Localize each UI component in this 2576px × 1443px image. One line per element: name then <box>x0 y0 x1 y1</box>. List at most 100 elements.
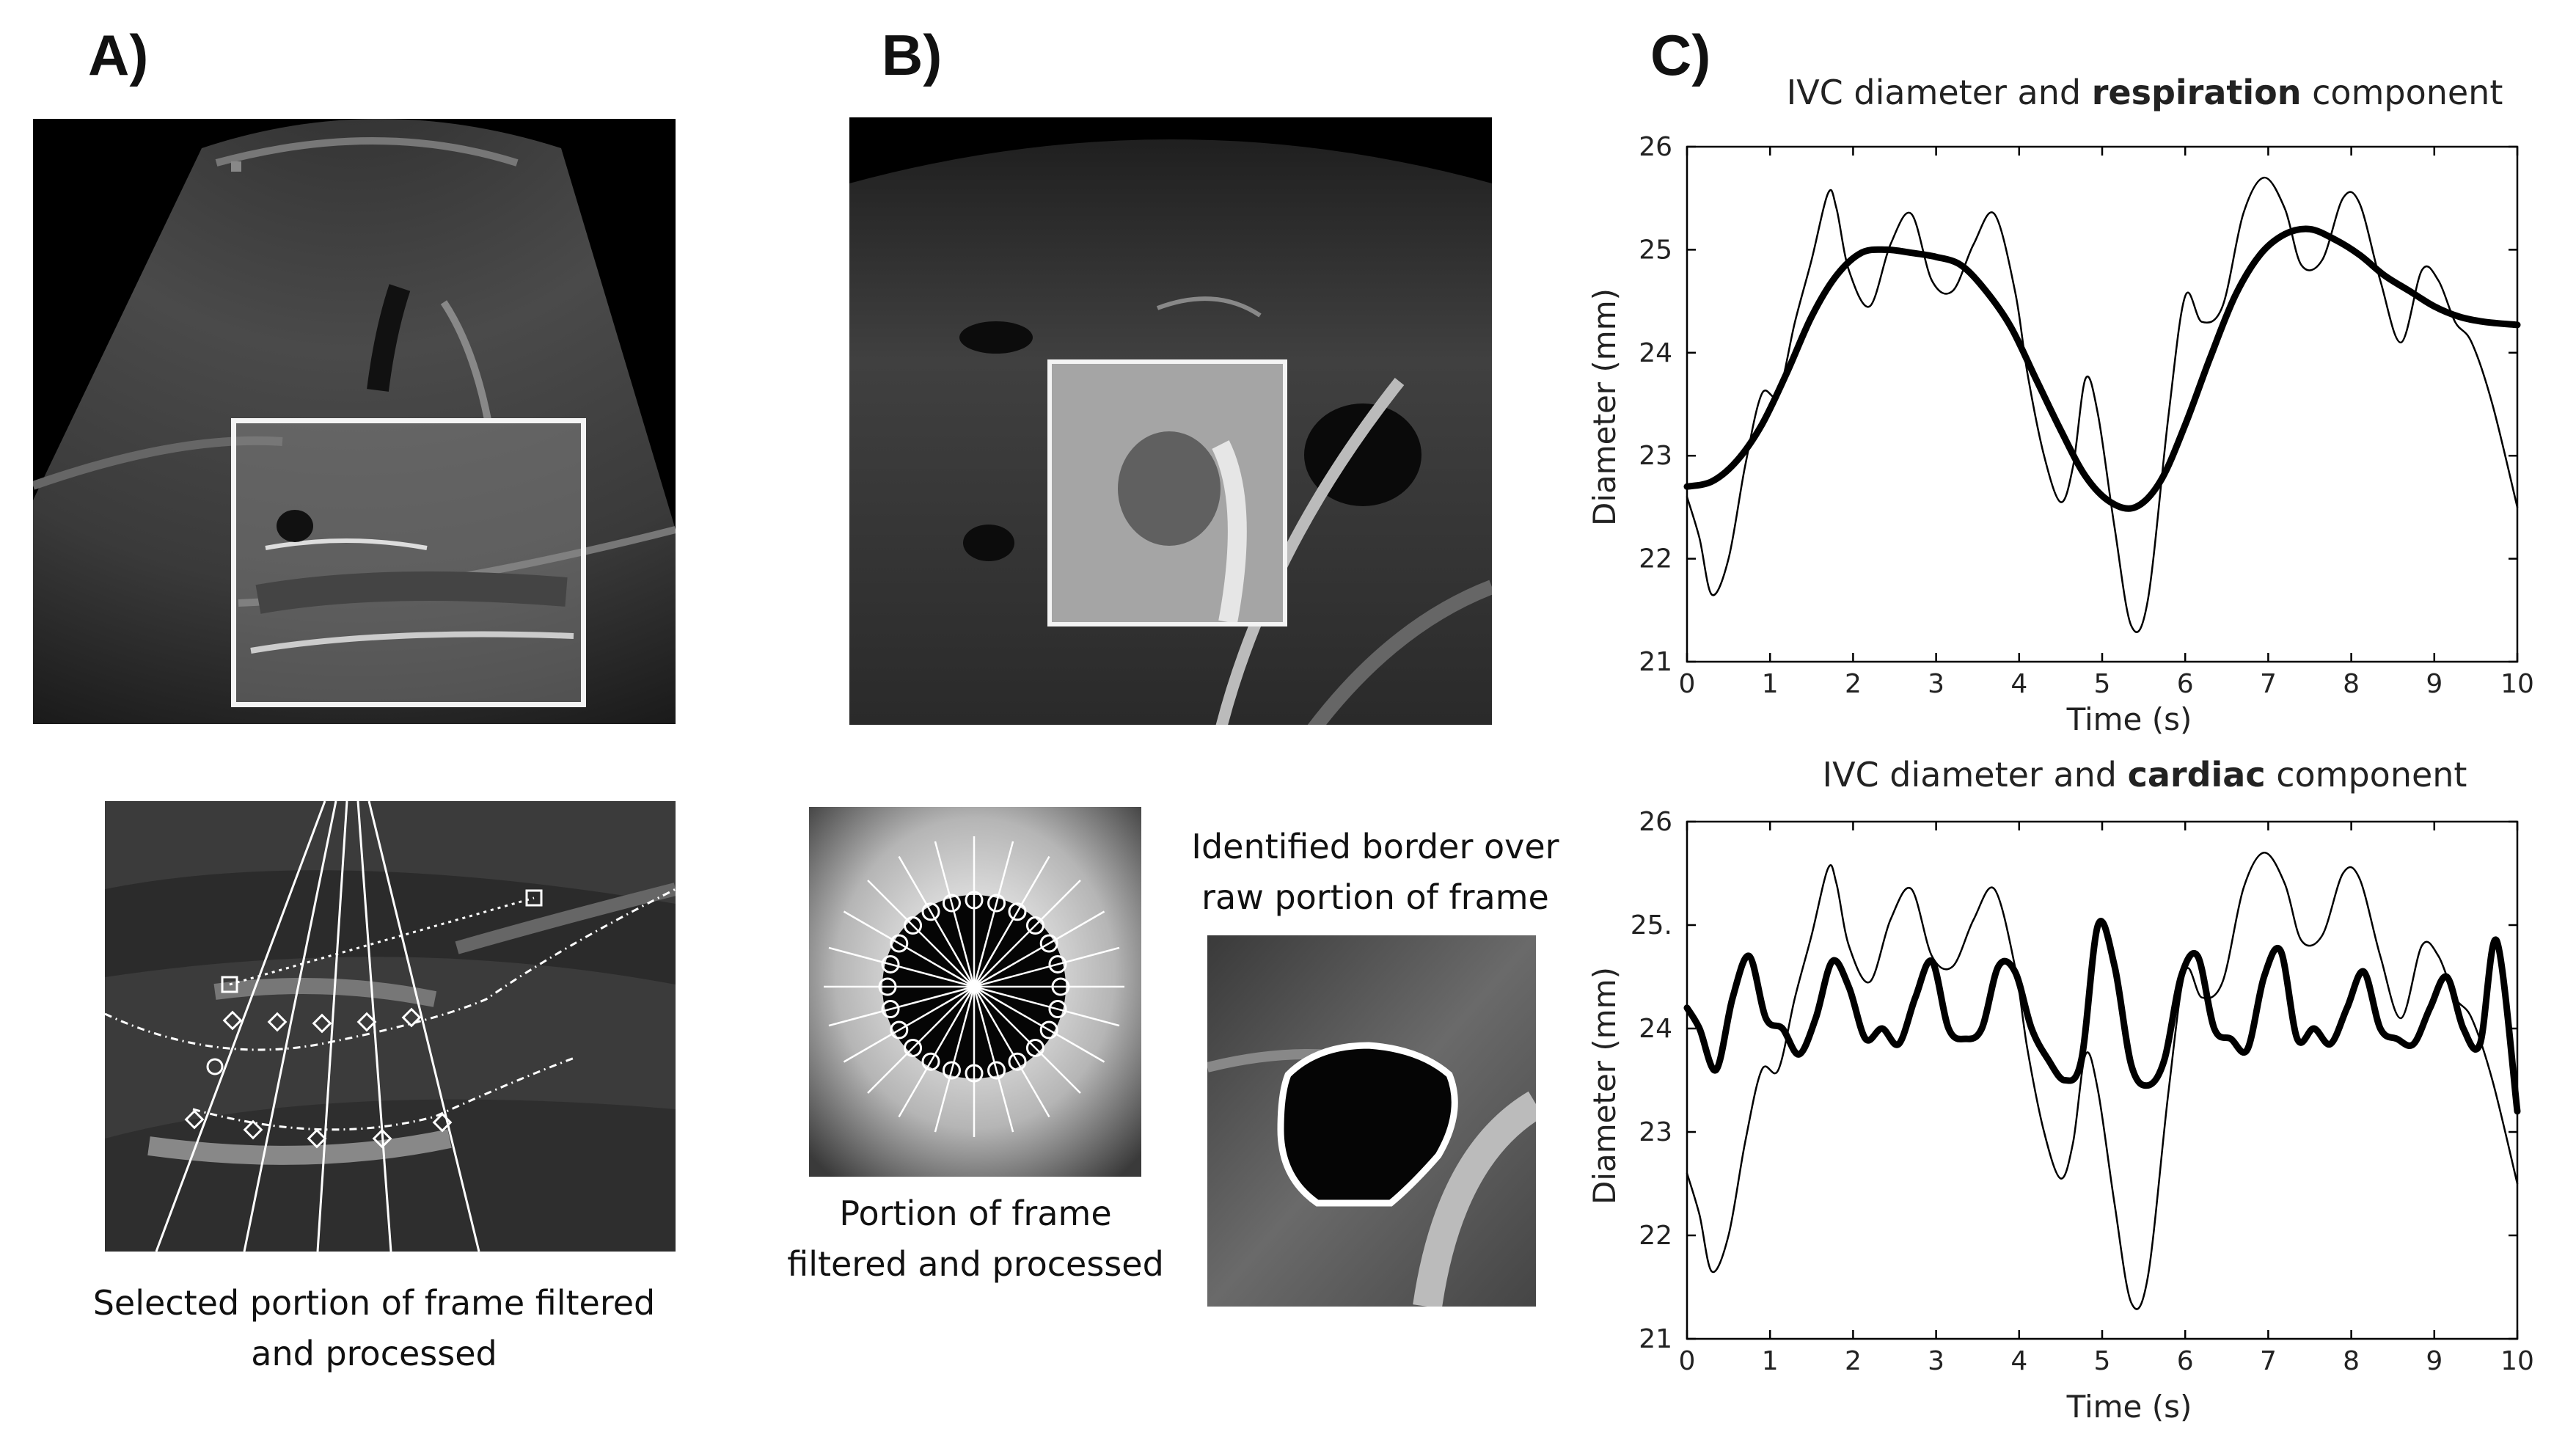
y-tick-label: 23 <box>1639 1117 1672 1147</box>
radial-spoke <box>973 946 1120 988</box>
y-tick-label: 26 <box>1639 807 1672 837</box>
radial-spoke <box>867 986 975 1094</box>
border-node <box>1039 1020 1058 1040</box>
y-tick-label: 25. <box>1631 910 1672 940</box>
caption-b-left-line2: filtered and processed <box>787 1244 1164 1284</box>
caption-b-right-line2: raw portion of frame <box>1201 877 1549 917</box>
y-tick-label: 25 <box>1639 235 1672 265</box>
panel-b-label: B) <box>882 23 943 87</box>
radial-spoke <box>828 946 975 988</box>
panel-a-label: A) <box>88 23 149 87</box>
chart-cardiac-xlabel: Time (s) <box>2066 1389 2192 1425</box>
border-node <box>987 894 1006 913</box>
x-tick-label: 2 <box>1845 1346 1862 1376</box>
border-node <box>942 894 961 913</box>
border-node <box>1048 954 1067 973</box>
y-tick-label: 23 <box>1639 441 1672 471</box>
radial-spoke <box>867 880 975 987</box>
chart-respiration-title: IVC diameter and respiration component <box>1787 73 2503 112</box>
radial-spoke <box>973 985 1120 1027</box>
plot-frame <box>1686 145 2519 663</box>
x-tick-label: 7 <box>2260 1346 2277 1376</box>
x-tick-label: 4 <box>2010 669 2027 699</box>
border-node <box>921 1052 940 1071</box>
border-node <box>965 891 984 910</box>
processed-image-a <box>105 801 676 1252</box>
chart-respiration-ylabel: Diameter (mm) <box>1587 288 1622 526</box>
border-node <box>987 1061 1006 1080</box>
panel-c-label: C) <box>1650 23 1711 87</box>
y-tick-label: 21 <box>1639 1324 1672 1354</box>
radial-spoke <box>843 985 975 1063</box>
border-node <box>1008 902 1027 921</box>
chart-cardiac-title: IVC diameter and cardiac component <box>1823 755 2467 794</box>
border-node <box>1051 977 1070 996</box>
processed-image-b <box>809 807 1141 1177</box>
y-tick-label: 22 <box>1639 544 1672 574</box>
processed-image-b-graphic <box>809 807 1141 1177</box>
radial-spoke <box>828 985 975 1027</box>
y-tick-label: 24 <box>1639 338 1672 368</box>
y-tick-label: 21 <box>1639 647 1672 677</box>
border-node <box>965 1064 984 1083</box>
x-tick-label: 1 <box>1762 1346 1779 1376</box>
diameter-line <box>1686 176 2519 633</box>
ultrasound-image-b <box>849 117 1492 725</box>
raw-image-b <box>1207 935 1536 1307</box>
component-line <box>1683 918 2521 1115</box>
border-node <box>1048 1000 1067 1019</box>
chart-respiration-xlabel: Time (s) <box>2066 701 2192 737</box>
radial-spokes <box>824 836 1124 1137</box>
y-tick-label: 24 <box>1639 1014 1672 1044</box>
radial-spoke <box>898 986 976 1118</box>
x-tick-label: 3 <box>1928 669 1944 699</box>
caption-b-right: Identified border over raw portion of fr… <box>1152 822 1599 923</box>
x-tick-label: 10 <box>2500 1346 2534 1376</box>
raw-image-b-graphic <box>1207 935 1536 1307</box>
x-tick-label: 2 <box>1845 669 1862 699</box>
border-node <box>881 1000 900 1019</box>
radial-spoke <box>973 986 1081 1094</box>
caption-a-line1: Selected portion of frame filtered <box>92 1283 656 1323</box>
border-node <box>904 916 923 935</box>
selection-content-a <box>250 510 574 654</box>
border-node <box>890 1020 909 1040</box>
x-tick-label: 6 <box>2177 669 2194 699</box>
radial-spoke <box>934 841 976 987</box>
x-tick-label: 7 <box>2260 669 2277 699</box>
ultrasound-image-a <box>33 119 676 724</box>
x-tick-label: 10 <box>2500 669 2534 699</box>
border-nodes <box>878 891 1070 1083</box>
x-tick-label: 4 <box>2010 1346 2027 1376</box>
x-tick-label: 3 <box>1928 1346 1944 1376</box>
border-node <box>1025 1038 1044 1057</box>
caption-b-right-line1: Identified border over <box>1191 827 1559 866</box>
radial-spoke <box>973 910 1105 988</box>
border-node <box>1025 916 1044 935</box>
x-tick-label: 0 <box>1679 1346 1696 1376</box>
chart-respiration: IVC diameter and respiration component 0… <box>1587 73 2534 737</box>
caption-b-left: Portion of frame filtered and processed <box>770 1188 1181 1290</box>
selection-box-b <box>1047 359 1287 626</box>
radial-spoke <box>973 841 1014 987</box>
border-node <box>1008 1052 1027 1071</box>
x-tick-label: 0 <box>1679 669 1696 699</box>
chart-cardiac-ylabel: Diameter (mm) <box>1587 967 1622 1205</box>
border-node <box>904 1038 923 1057</box>
radial-spoke <box>973 855 1050 987</box>
border-node <box>921 902 940 921</box>
caption-a: Selected portion of frame filtered and p… <box>44 1278 704 1379</box>
x-tick-label: 6 <box>2177 1346 2194 1376</box>
x-tick-label: 8 <box>2343 669 2360 699</box>
y-tick-label: 22 <box>1639 1221 1672 1251</box>
identified-border <box>1277 1042 1458 1207</box>
border-node <box>890 934 909 953</box>
border-node <box>881 954 900 973</box>
x-tick-label: 5 <box>2094 1346 2111 1376</box>
radial-spoke <box>934 986 976 1133</box>
caption-a-line2: and processed <box>251 1334 497 1373</box>
x-tick-label: 9 <box>2426 1346 2443 1376</box>
border-node <box>942 1061 961 1080</box>
radial-spoke <box>898 855 976 987</box>
